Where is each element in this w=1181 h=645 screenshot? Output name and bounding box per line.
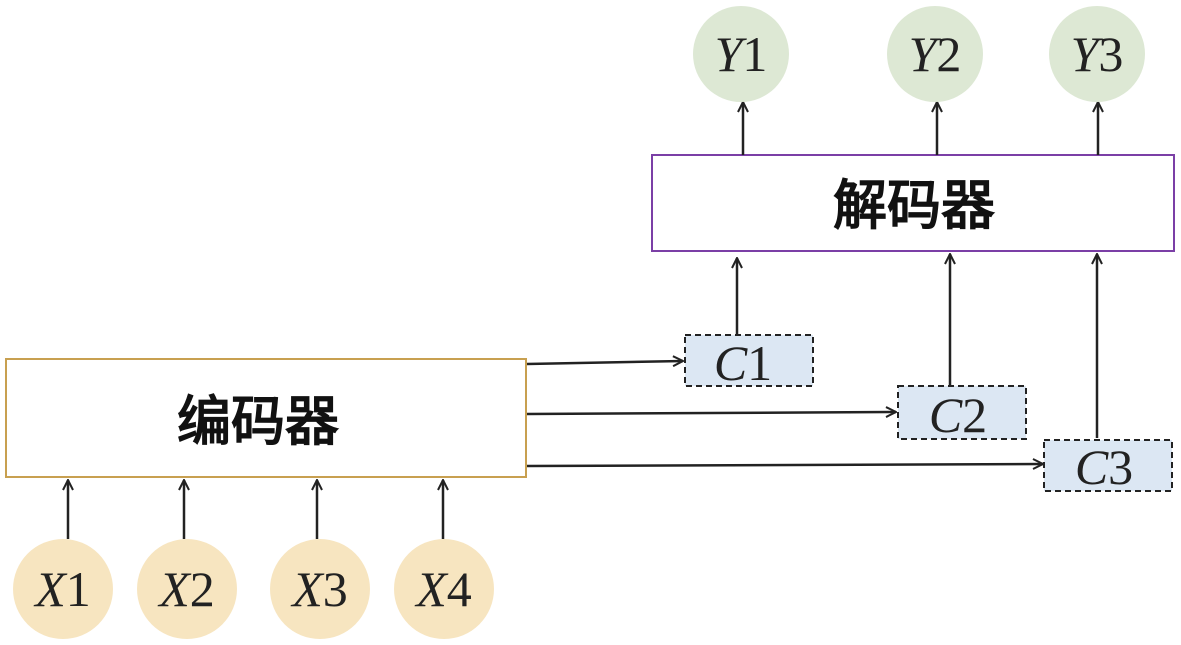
input-letter: X xyxy=(414,561,449,617)
input-node-x2: X2 xyxy=(137,539,237,639)
output-node-y3: Y3 xyxy=(1049,6,1145,102)
output-letter: Y xyxy=(909,26,942,82)
svg-text:X1: X1 xyxy=(33,561,91,617)
input-letter: X xyxy=(33,561,68,617)
decoder-box: 解码器 xyxy=(651,154,1175,252)
output-node-y1: Y1 xyxy=(693,6,789,102)
svg-text:X3: X3 xyxy=(290,561,348,617)
input-index: 3 xyxy=(323,561,348,617)
output-index: 3 xyxy=(1098,26,1123,82)
encoder-label: 编码器 xyxy=(177,389,340,453)
context-index: 3 xyxy=(1108,439,1133,495)
input-node-x1: X1 xyxy=(13,539,113,639)
input-node-x3: X3 xyxy=(270,539,370,639)
context-letter: C xyxy=(714,335,748,391)
context-letter: C xyxy=(929,387,963,443)
context-box-c3: C3 xyxy=(1043,439,1173,495)
encoder-to-c1-arrow xyxy=(526,361,683,364)
context-index: 1 xyxy=(747,335,772,391)
input-index: 2 xyxy=(190,561,215,617)
svg-text:X2: X2 xyxy=(157,561,215,617)
encoder-box: 编码器 xyxy=(5,358,527,478)
svg-text:Y3: Y3 xyxy=(1071,26,1124,82)
output-letter: Y xyxy=(715,26,748,82)
context-box-c2: C2 xyxy=(897,385,1027,443)
svg-text:C3: C3 xyxy=(1075,439,1133,495)
context-index: 2 xyxy=(962,387,987,443)
input-index: 4 xyxy=(447,561,472,617)
input-index: 1 xyxy=(66,561,91,617)
input-node-x4: X4 xyxy=(394,539,494,639)
encoder-to-c3-arrow xyxy=(526,464,1043,466)
svg-text:Y1: Y1 xyxy=(715,26,768,82)
context-letter: C xyxy=(1075,439,1109,495)
svg-text:Y2: Y2 xyxy=(909,26,962,82)
svg-text:C1: C1 xyxy=(714,335,772,391)
input-letter: X xyxy=(290,561,325,617)
output-node-y2: Y2 xyxy=(887,6,983,102)
encoder-to-c2-arrow xyxy=(526,412,896,414)
svg-text:C2: C2 xyxy=(929,387,987,443)
output-index: 1 xyxy=(742,26,767,82)
output-letter: Y xyxy=(1071,26,1104,82)
input-letter: X xyxy=(157,561,192,617)
context-box-c1: C1 xyxy=(684,334,814,391)
decoder-label: 解码器 xyxy=(833,173,996,237)
svg-text:X4: X4 xyxy=(414,561,472,617)
output-index: 2 xyxy=(936,26,961,82)
